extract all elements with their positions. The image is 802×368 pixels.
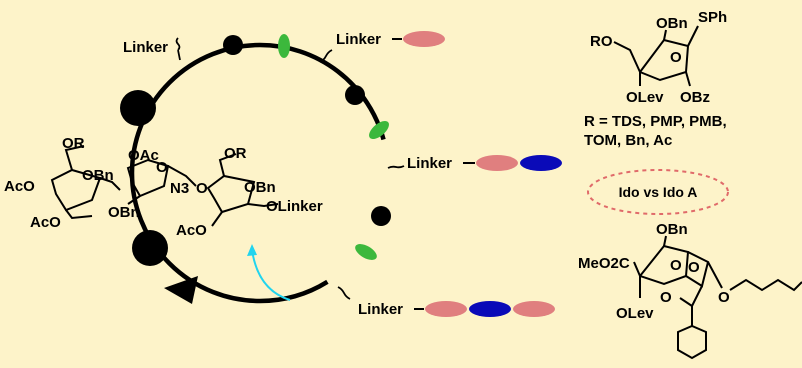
ido-text: Ido vs Ido A [619, 184, 698, 200]
ring-bond [663, 29, 667, 41]
orthoester-labels: OBn MeO2C O O O O OLev [578, 221, 730, 322]
sugar-label: OBn [656, 15, 688, 32]
ido-comparison: Ido vs Ido A [587, 169, 729, 215]
linker-squiggle [175, 37, 181, 61]
linker-squiggle [337, 286, 351, 300]
sugar-label: OLev [616, 305, 654, 322]
sugar-label: OR [62, 135, 85, 152]
sugar-label: O [196, 180, 208, 197]
ring-bond [126, 158, 170, 198]
linker-squiggle [319, 49, 333, 63]
ring-bond [685, 71, 691, 87]
sugar-label: RO [590, 33, 613, 50]
linker-label: Linker [336, 31, 381, 48]
sugar-label: AcO [176, 222, 207, 239]
ring-bond [663, 235, 667, 247]
sugar-label: OBn [108, 204, 140, 221]
linker-label: Linker [358, 301, 403, 318]
sugar-label: OLev [626, 89, 664, 106]
resin-bead [132, 230, 168, 266]
resin-bead [120, 90, 156, 126]
monomer-pink [513, 301, 555, 317]
ido-dashed-ellipse [587, 169, 729, 215]
black-bead [345, 85, 365, 105]
ring-bond [127, 195, 141, 205]
cycle-ring [129, 42, 391, 304]
sugar-label: O [670, 257, 682, 274]
monomer-blue [469, 301, 511, 317]
green-bead [369, 121, 389, 139]
sugar-label: OAc [128, 147, 159, 164]
ring-bond [687, 25, 699, 47]
sugar-label: SPh [698, 9, 727, 26]
sugar-label: N3 [170, 180, 189, 197]
ring-bond [99, 177, 121, 191]
black-bead [223, 35, 243, 55]
sugar-label: OBz [680, 89, 710, 106]
linker-label: Linker [123, 39, 168, 56]
sugar-label: O [660, 289, 672, 306]
linker-label: Linker [407, 155, 452, 172]
cycle-arrowhead [164, 276, 198, 304]
trisaccharide-labels: OR AcO OBn AcO OBn OAc O N3 O OR OBn OLi… [4, 135, 323, 239]
sugar-label: OR [224, 145, 247, 162]
green-bead [278, 34, 290, 58]
sugar-label: AcO [4, 178, 35, 195]
black-bead [371, 206, 391, 226]
synthesis-cycle: Linker Linker Linker Linker [120, 31, 562, 318]
ring-bond [707, 261, 723, 289]
cleavage-arrowhead [247, 244, 257, 256]
monomer-pink [403, 31, 445, 47]
ring-bond [685, 251, 710, 288]
ring-bond [211, 211, 223, 227]
sugar-label: O [670, 49, 682, 66]
r-groups-line1: R = TDS, PMP, PMB, [584, 113, 727, 130]
sugar-label: O [688, 259, 700, 276]
ring-bond [679, 285, 703, 308]
orthoester-structure [633, 235, 802, 360]
monomer-pink [476, 155, 518, 171]
sugar-label: OLinker [266, 198, 323, 215]
phenyl-ring [677, 306, 707, 360]
thioglycoside-structure [613, 25, 699, 87]
green-bead [355, 244, 377, 260]
ring-bond [247, 203, 279, 208]
linker-squiggle [387, 165, 405, 169]
sugar-label: O [156, 159, 168, 176]
ring-bond [167, 165, 197, 187]
trisaccharide-structure [50, 145, 279, 227]
chain-bond [729, 278, 802, 292]
monomer-pink [425, 301, 467, 317]
thioglycoside-labels: RO OBn SPh O OLev OBz R = TDS, PMP, PMB,… [584, 9, 727, 149]
ring-bond [65, 209, 93, 220]
ring-bond [218, 153, 237, 177]
sugar-label: OBn [656, 221, 688, 238]
sugar-label: AcO [30, 214, 61, 231]
monomer-blue [520, 155, 562, 171]
sugar-label: OBn [82, 167, 114, 184]
cleavage-arrow [251, 249, 291, 301]
ring-bond [64, 145, 85, 171]
sugar-label: O [718, 289, 730, 306]
sugar-label: OBn [244, 179, 276, 196]
sugar-label: MeO2C [578, 255, 630, 272]
r-groups-line2: TOM, Bn, Ac [584, 132, 672, 149]
ring-bond [613, 38, 690, 82]
